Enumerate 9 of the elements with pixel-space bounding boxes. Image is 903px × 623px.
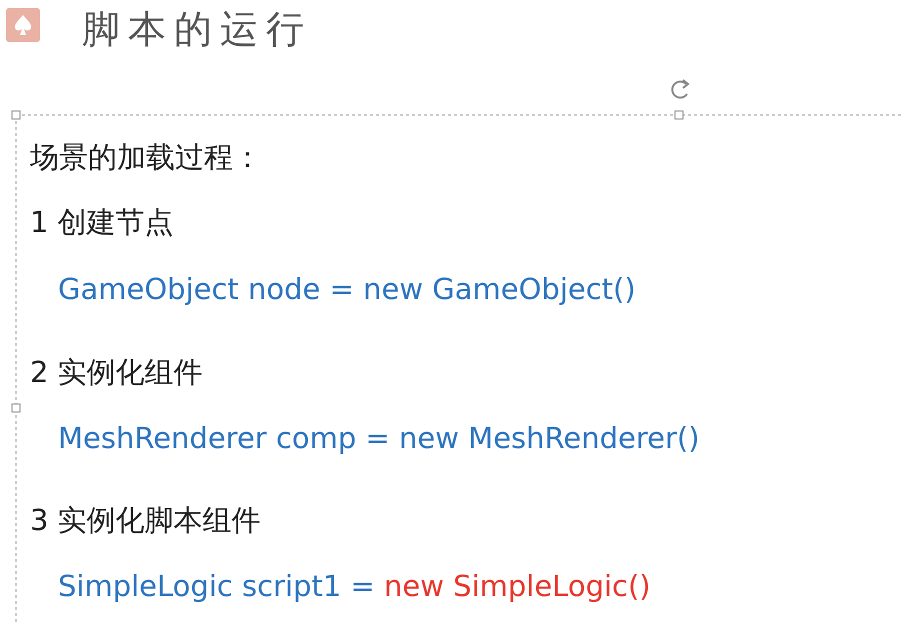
step-heading: 2 实例化组件 <box>30 354 203 390</box>
slide-title: 脚本的运行 <box>82 6 312 53</box>
code-line: GameObject node = new GameObject() <box>58 271 636 307</box>
code-text: SimpleLogic script1 = <box>58 568 375 604</box>
step-heading: 1 创建节点 <box>30 204 174 240</box>
section-heading: 场景的加载过程： <box>30 139 262 175</box>
code-text: new SimpleLogic() <box>384 568 651 604</box>
code-line: MeshRenderer comp = new MeshRenderer() <box>58 420 700 456</box>
step-heading: 3 实例化脚本组件 <box>30 502 261 538</box>
